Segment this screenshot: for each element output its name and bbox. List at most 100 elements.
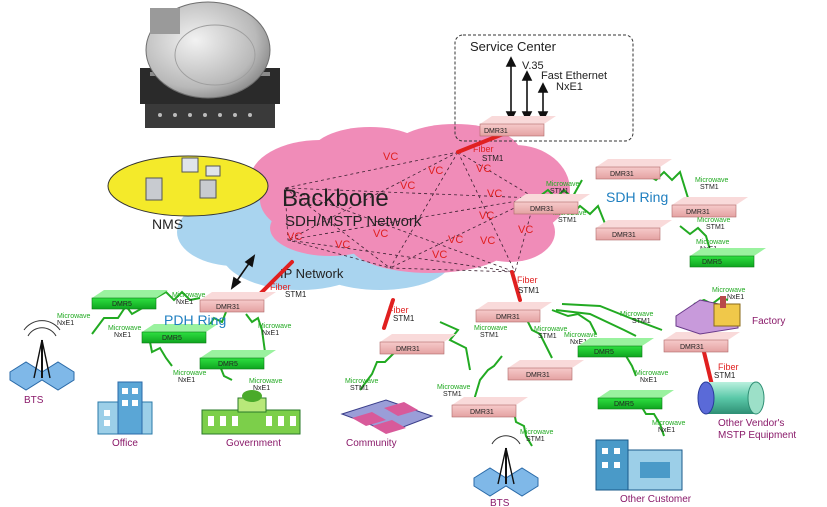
svg-text:Microwave: Microwave xyxy=(712,287,746,294)
fast-ethernet-label: Fast Ethernet xyxy=(541,70,607,82)
other-vendor-label-line2: MSTP Equipment xyxy=(718,430,796,441)
fiber-labels: Fiber Fiber Fiber Fiber Fiber xyxy=(270,144,739,372)
svg-text:DMR5: DMR5 xyxy=(702,259,722,266)
office-site: Office xyxy=(97,381,153,449)
bts-bottom-site: BTS xyxy=(473,435,539,507)
svg-text:STM1: STM1 xyxy=(526,436,545,443)
backbone-cloud xyxy=(250,124,570,273)
svg-text:DMR31: DMR31 xyxy=(496,314,520,321)
dmr31-sdh-right: DMR31 xyxy=(671,197,748,218)
svg-text:NxE1: NxE1 xyxy=(176,299,193,306)
svg-text:Microwave: Microwave xyxy=(534,326,568,333)
svg-text:NxE1: NxE1 xyxy=(178,377,195,384)
bts-left-label: BTS xyxy=(24,395,44,406)
svg-text:Microwave: Microwave xyxy=(697,217,731,224)
svg-text:Microwave: Microwave xyxy=(696,239,730,246)
fiber-stm1-labels: STM1 STM1 STM1 STM1 STM1 xyxy=(285,154,736,380)
svg-text:STM1: STM1 xyxy=(285,290,307,299)
svg-text:NxE1: NxE1 xyxy=(640,377,657,384)
svg-text:Microwave: Microwave xyxy=(437,384,471,391)
bts-left-site: BTS xyxy=(9,320,75,406)
dmr5-south-center: DMR5 xyxy=(577,338,654,358)
ip-network-label: IP Network xyxy=(280,266,344,281)
svg-text:STM1: STM1 xyxy=(632,318,651,325)
svg-text:Fiber: Fiber xyxy=(473,144,494,154)
factory-site: Factory xyxy=(675,296,785,335)
svg-text:DMR31: DMR31 xyxy=(526,372,550,379)
svg-text:Microwave: Microwave xyxy=(652,420,686,427)
svg-text:Microwave: Microwave xyxy=(695,177,729,184)
other-vendor-label-line1: Other Vendor's xyxy=(718,418,784,429)
dmr5-devices: DMR5 DMR5 DMR5 DMR5 DMR5 DMR5 xyxy=(91,248,766,410)
community-site: Community xyxy=(340,399,434,449)
svg-text:NxE1: NxE1 xyxy=(570,339,587,346)
government-site: Government xyxy=(201,390,301,449)
svg-text:STM1: STM1 xyxy=(706,224,725,231)
svg-text:NxE1: NxE1 xyxy=(658,427,675,434)
svg-text:STM1: STM1 xyxy=(350,385,369,392)
dmr5-pdh-right: DMR5 xyxy=(141,324,218,344)
svg-text:Microwave: Microwave xyxy=(564,332,598,339)
service-nxe1-label: NxE1 xyxy=(556,81,583,93)
svg-text:DMR31: DMR31 xyxy=(612,232,636,239)
nms-site: NMS xyxy=(107,155,269,232)
svg-text:DMR31: DMR31 xyxy=(680,344,704,351)
svg-text:STM1: STM1 xyxy=(538,333,557,340)
svg-text:NxE1: NxE1 xyxy=(57,320,74,327)
community-label: Community xyxy=(346,438,397,449)
svg-text:Microwave: Microwave xyxy=(57,313,91,320)
svg-text:VC: VC xyxy=(448,234,463,246)
dmr31-sdh-bottom: DMR31 xyxy=(595,220,672,241)
factory-label: Factory xyxy=(752,316,785,327)
nms-label: NMS xyxy=(152,216,183,232)
backbone-vc-labels: VC VC VC VC VC VC VC VC VC VC VC VC VC xyxy=(287,151,533,261)
svg-text:STM1: STM1 xyxy=(700,184,719,191)
service-center-title: Service Center xyxy=(470,39,557,54)
svg-text:DMR31: DMR31 xyxy=(216,304,240,311)
microwave-links xyxy=(91,170,729,447)
svg-text:VC: VC xyxy=(335,239,350,251)
svg-text:STM1: STM1 xyxy=(393,314,415,323)
v35-label: V.35 xyxy=(522,60,544,72)
dmr5-sdh-branch: DMR5 xyxy=(689,248,766,268)
svg-text:NxE1: NxE1 xyxy=(262,330,279,337)
svg-text:STM1: STM1 xyxy=(550,188,569,195)
svg-text:Microwave: Microwave xyxy=(620,311,654,318)
svg-text:STM1: STM1 xyxy=(482,154,504,163)
dmr5-pdh-left: DMR5 xyxy=(91,290,168,310)
svg-text:Microwave: Microwave xyxy=(108,325,142,332)
microwave-radio-image xyxy=(140,1,280,128)
svg-text:Microwave: Microwave xyxy=(520,429,554,436)
dmr31-devices: DMR31 DMR31 DMR31 DMR31 DMR31 DMR31 DMR3… xyxy=(199,116,748,418)
pdh-ring-label: PDH Ring xyxy=(164,312,226,328)
svg-text:STM1: STM1 xyxy=(518,286,540,295)
backbone-subtitle: SDH/MSTP Network xyxy=(285,213,422,230)
dmr31-community-link: DMR31 xyxy=(379,334,456,355)
dmr5-other-customer: DMR5 xyxy=(597,390,674,410)
bts-bottom-label: BTS xyxy=(490,498,510,507)
government-label: Government xyxy=(226,438,281,449)
svg-text:VC: VC xyxy=(480,235,495,247)
svg-text:Microwave: Microwave xyxy=(173,370,207,377)
svg-text:Fiber: Fiber xyxy=(517,275,538,285)
dmr5-pdh-bottom: DMR5 xyxy=(199,350,276,370)
backbone-title: Backbone xyxy=(282,185,389,212)
svg-text:Microwave: Microwave xyxy=(172,292,206,299)
other-customer-site: Other Customer xyxy=(595,439,692,505)
dmr31-pdh-hub: DMR31 xyxy=(199,292,276,313)
dmr31-middle: DMR31 xyxy=(507,360,584,381)
microwave-labels: Microwave Microwave Microwave Microwave … xyxy=(57,177,746,436)
svg-text:VC: VC xyxy=(479,210,494,222)
svg-text:DMR31: DMR31 xyxy=(470,409,494,416)
svg-text:DMR31: DMR31 xyxy=(530,206,554,213)
svg-text:STM1: STM1 xyxy=(714,371,736,380)
svg-text:Microwave: Microwave xyxy=(635,370,669,377)
svg-text:DMR5: DMR5 xyxy=(218,361,238,368)
svg-text:Fiber: Fiber xyxy=(270,282,291,292)
capacity-labels: STM1 STM1 STM1 STM1 NxE1 NxE1 NxE1 NxE1 … xyxy=(57,184,744,443)
nms-ip-link-arrow xyxy=(230,254,256,290)
svg-text:STM1: STM1 xyxy=(480,332,499,339)
dmr31-factory-link: DMR31 xyxy=(663,332,740,353)
svg-text:NxE1: NxE1 xyxy=(727,294,744,301)
